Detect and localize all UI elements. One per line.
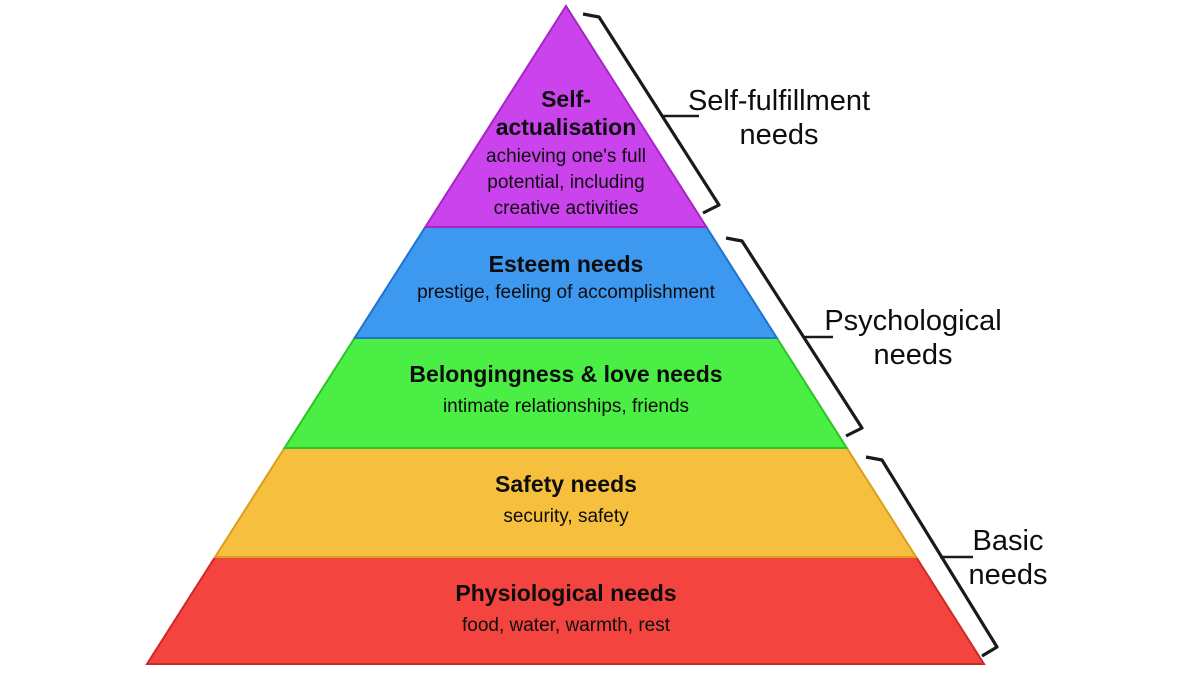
layer-subtitle-line: food, water, warmth, rest — [462, 615, 671, 636]
layer-text-safety: Safety needs security, safety — [495, 471, 637, 527]
pyramid-layer-safety — [213, 447, 918, 558]
layer-subtitle-line: intimate relationships, friends — [443, 396, 689, 417]
bracket-basic — [865, 455, 999, 658]
layer-subtitle-line: prestige, feeling of accomplishment — [417, 282, 716, 303]
group-label-line: needs — [968, 559, 1047, 591]
pyramid-layer-belongingness — [282, 337, 849, 449]
group-label-psychological: Psychological needs — [824, 305, 1001, 371]
layer-title-line: Physiological needs — [455, 580, 676, 606]
layer-subtitle-line: creative activities — [494, 198, 639, 219]
group-label-line: Psychological — [824, 305, 1001, 337]
group-label-basic: Basic needs — [968, 525, 1047, 591]
group-label-line: Basic — [973, 525, 1044, 557]
group-label-line: Self-fulfillment — [688, 85, 870, 117]
group-label-line: needs — [873, 339, 952, 371]
layer-title-line: Belongingness & love needs — [409, 361, 722, 387]
layer-text-esteem: Esteem needs prestige, feeling of accomp… — [417, 251, 716, 303]
layer-title-line: Esteem needs — [489, 251, 644, 277]
layer-text-self-actualisation: Self- actualisation achieving one's full… — [486, 86, 646, 219]
layer-text-belongingness: Belongingness & love needs intimate rela… — [409, 361, 722, 417]
bracket-self-fulfillment — [582, 12, 721, 215]
layer-title-line: actualisation — [496, 114, 637, 140]
pyramid-layer-self-actualisation — [423, 4, 709, 228]
layer-title-line: Self- — [541, 86, 591, 112]
layer-subtitle-line: potential, including — [487, 172, 644, 193]
pyramid-layer-physiological — [145, 556, 986, 665]
bracket-psychological — [725, 236, 864, 438]
group-label-line: needs — [739, 119, 818, 151]
layer-text-physiological: Physiological needs food, water, warmth,… — [455, 580, 676, 636]
group-label-self-fulfillment: Self-fulfillment needs — [688, 85, 870, 151]
layer-title-line: Safety needs — [495, 471, 637, 497]
layer-subtitle-line: security, safety — [503, 506, 629, 527]
layer-subtitle-line: achieving one's full — [486, 146, 646, 167]
